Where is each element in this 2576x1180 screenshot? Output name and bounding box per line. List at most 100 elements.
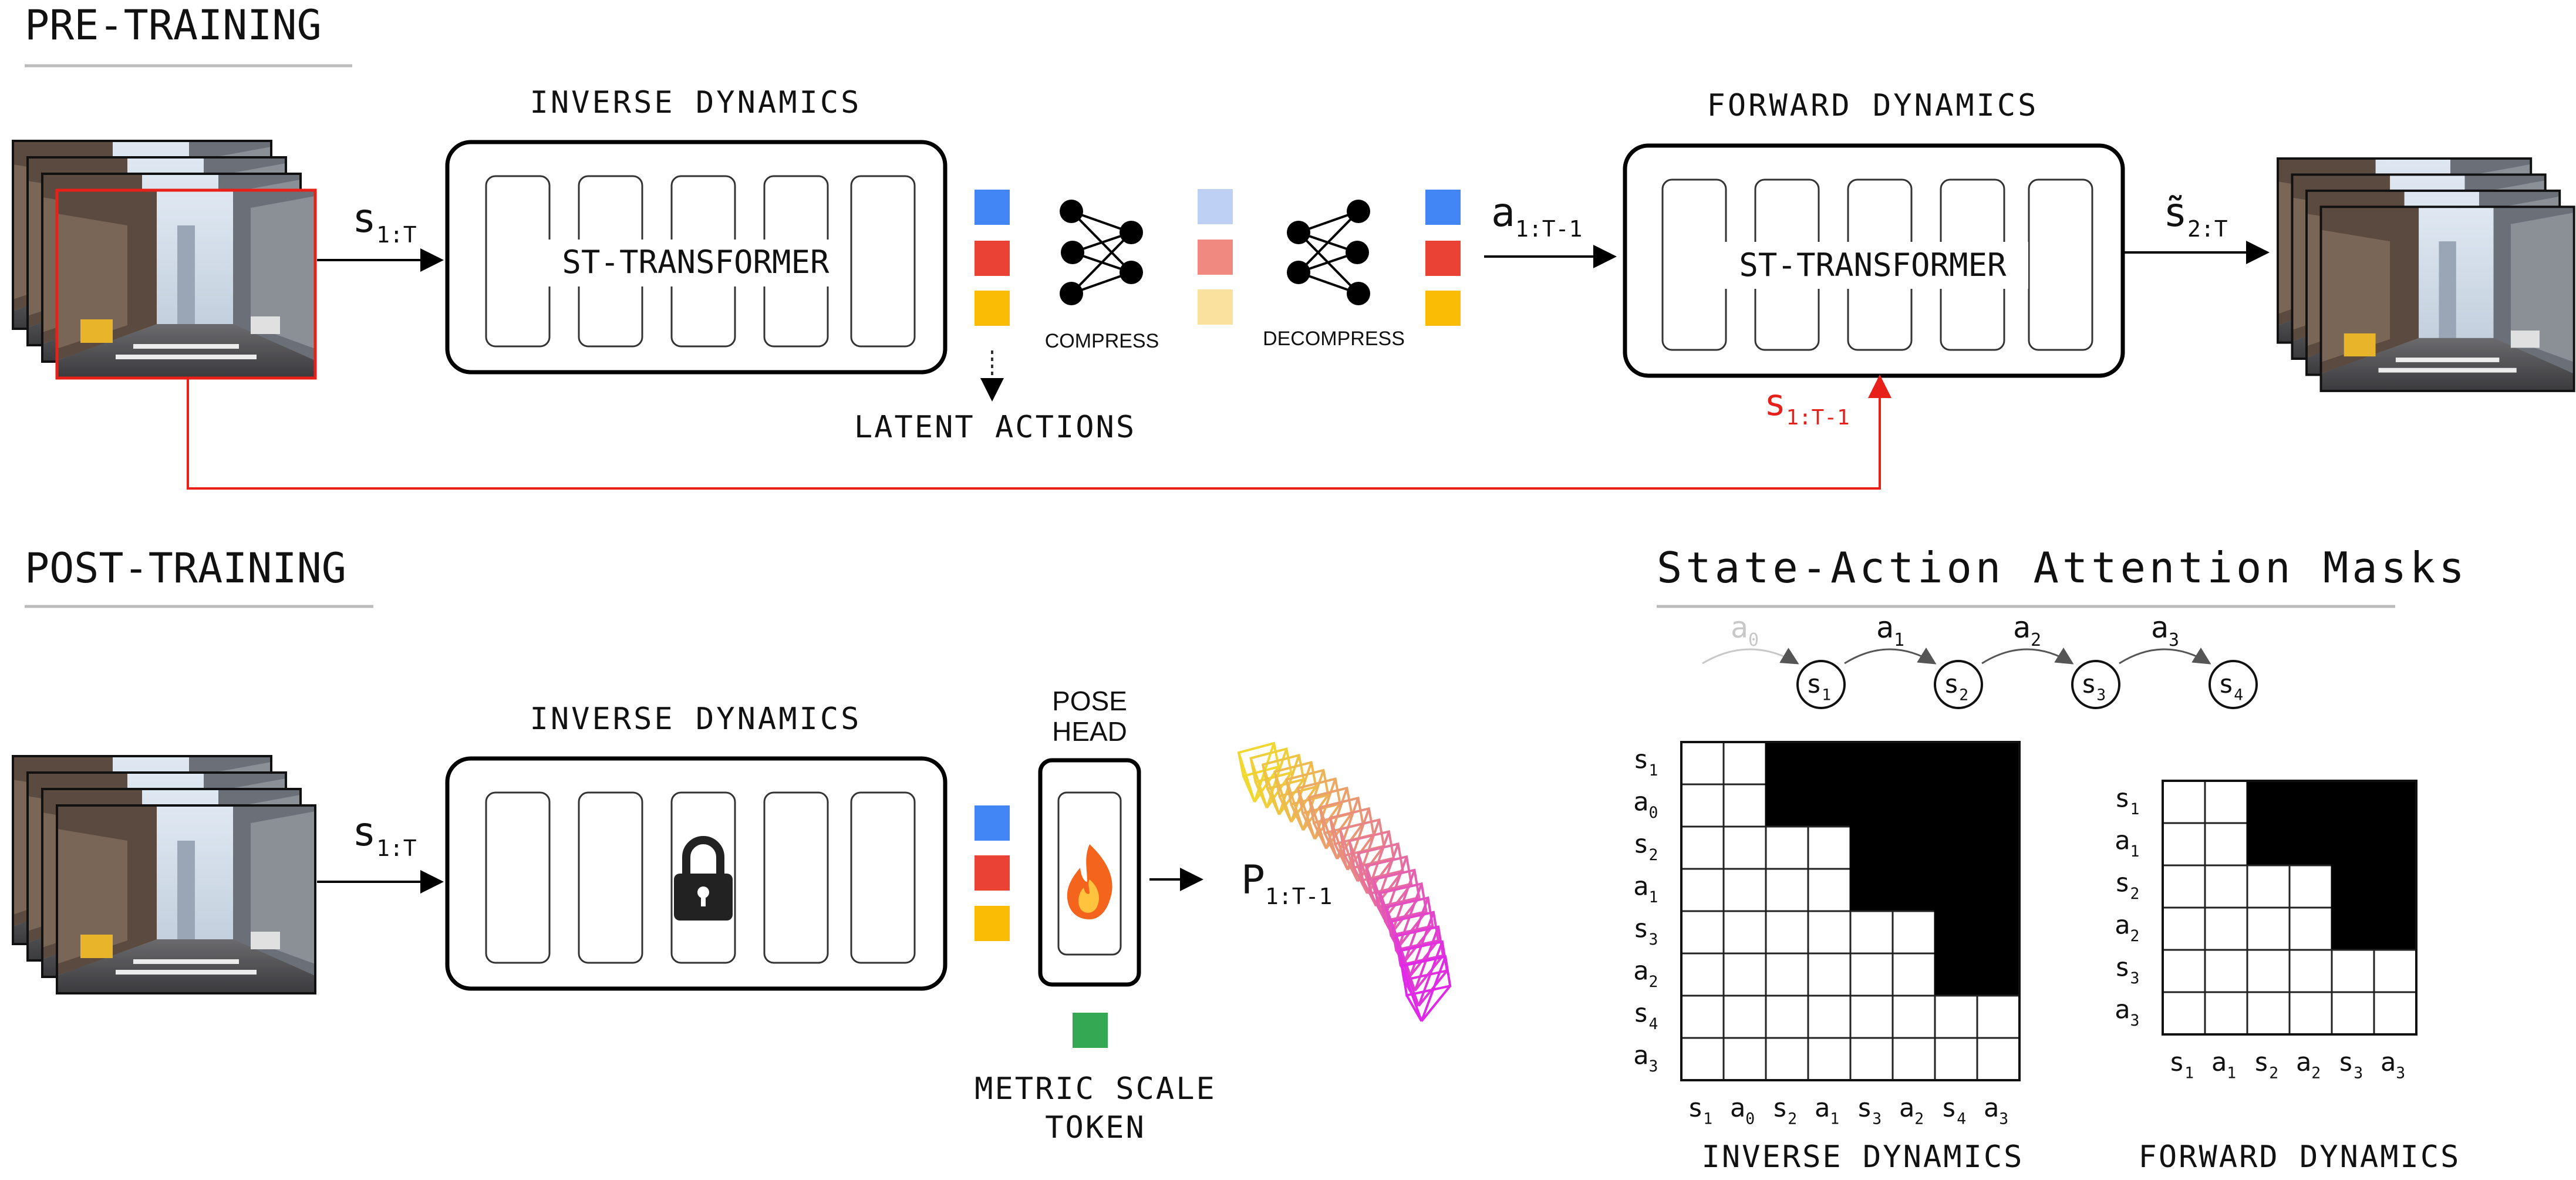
mask-cell-blocked	[1934, 783, 1978, 828]
mask-caption: FORWARD DYNAMICS	[2139, 1139, 2461, 1175]
mask-cell-open	[2204, 780, 2248, 824]
chain-transition-arrow	[1844, 647, 1937, 665]
mask-cell-open	[2331, 991, 2375, 1036]
mask-cell-open	[2162, 780, 2206, 824]
mask-cell-open	[2288, 864, 2333, 909]
mask-cell-open	[2288, 906, 2333, 951]
input-frames-pre	[13, 141, 317, 380]
mask-cell-blocked	[1934, 825, 1978, 870]
mask-col-label: a2	[1899, 1093, 1924, 1128]
svg-text:s̃2:T: s̃2:T	[2163, 190, 2228, 242]
output-label-pre: s̃2:T	[2163, 190, 2228, 242]
mask-col-label: a2	[2296, 1047, 2321, 1082]
mask-cell-open	[2373, 949, 2417, 993]
mask-cell-blocked	[1849, 868, 1894, 912]
svg-text:s1:T: s1:T	[352, 195, 417, 248]
mask-cell-open	[1722, 825, 1767, 870]
mask-row-label: s4	[1633, 999, 1658, 1033]
mask-cell-open	[1680, 1037, 1725, 1081]
skip-connection-line	[187, 375, 1891, 490]
input-label-post: s1:T	[352, 809, 417, 861]
mask-cell-open	[1765, 1037, 1809, 1081]
mask-cell-open	[1680, 783, 1725, 828]
chain-state-node	[1796, 660, 1846, 709]
mask-cell-open	[1891, 1037, 1936, 1081]
mask-cell-open	[1722, 741, 1767, 785]
token-light-red	[1198, 240, 1233, 275]
mask-cell-open	[2162, 822, 2206, 867]
mask-cell-open	[1722, 994, 1767, 1039]
mask-cell-open	[2204, 906, 2248, 951]
mask-col-label: a3	[2381, 1047, 2405, 1082]
token-yellow	[1425, 291, 1461, 326]
mask-cell-open	[1849, 1037, 1894, 1081]
mask-cell-open	[1891, 910, 1936, 955]
mask-col-label: s2	[2254, 1047, 2278, 1082]
mask-cell-blocked	[2288, 780, 2333, 824]
mask-cell-open	[1765, 910, 1809, 955]
mask-col-label: a1	[2211, 1047, 2236, 1082]
token-yellow	[975, 291, 1010, 326]
mask-cell-open	[1765, 825, 1809, 870]
pose-head-label: POSE	[1052, 686, 1127, 716]
mask-cell-blocked	[1849, 825, 1894, 870]
mask-col-label: s2	[1772, 1093, 1797, 1128]
mask-cell-blocked	[1891, 741, 1936, 785]
mask-border	[1680, 741, 2021, 1081]
token-blue	[975, 190, 1010, 225]
mask-cell-open	[1722, 783, 1767, 828]
token-light-yellow	[1198, 289, 1233, 325]
chain-state-label: s3	[2081, 669, 2106, 704]
mask-caption: INVERSE DYNAMICS	[1702, 1139, 2024, 1175]
token-blue	[1425, 190, 1461, 225]
mask-col-label: a1	[1815, 1093, 1839, 1128]
mask-cell-open	[1891, 994, 1936, 1039]
mask-row-label: s2	[1633, 830, 1658, 864]
mask-cell-open	[2246, 906, 2291, 951]
chain-transition-arrow	[2119, 647, 2211, 665]
st-transformer-label: ST-TRANSFORMER	[562, 244, 830, 281]
mask-col-label: s1	[2169, 1047, 2194, 1082]
mask-cell-blocked	[2373, 822, 2417, 867]
mask-cell-open	[1976, 994, 2021, 1039]
mask-cell-open	[1722, 910, 1767, 955]
mask-cell-blocked	[1891, 825, 1936, 870]
mask-col-label: s3	[1857, 1093, 1882, 1128]
mask-row-label: a1	[2115, 826, 2139, 861]
mask-cell-open	[1849, 910, 1894, 955]
action-label-pre: a1:T-1	[1491, 190, 1582, 242]
input-label-pre: s1:T	[352, 195, 417, 248]
mask-row-label: s1	[2115, 784, 2139, 818]
mask-cell-open	[1765, 952, 1809, 997]
mask-cell-open	[1934, 1037, 1978, 1081]
mask-cell-open	[1765, 868, 1809, 912]
mask-cell-blocked	[1934, 952, 1978, 997]
st-transformer-label: ST-TRANSFORMER	[1739, 247, 2007, 284]
input-frames-post	[13, 756, 315, 993]
latent-actions-label: LATENT ACTIONS	[854, 410, 1136, 445]
mask-cell-open	[1722, 952, 1767, 997]
section-title-pretraining: PRE-TRAINING	[25, 1, 322, 49]
mask-row-label: a0	[1633, 787, 1658, 822]
chain-state-label: s4	[2218, 669, 2243, 704]
mask-cell-open	[2373, 991, 2417, 1036]
mask-cell-blocked	[1976, 741, 2021, 785]
mask-cell-open	[1807, 994, 1852, 1039]
token-red	[975, 855, 1010, 891]
svg-text:a1:T-1: a1:T-1	[1491, 190, 1582, 242]
mask-cell-open	[2162, 906, 2206, 951]
output-frames-pre	[2278, 159, 2574, 391]
lock-icon	[674, 836, 733, 921]
token-light-blue	[1198, 189, 1233, 224]
mask-cell-open	[2204, 822, 2248, 867]
mask-cell-blocked	[2331, 906, 2375, 951]
mask-cell-blocked	[1934, 741, 1978, 785]
mask-cell-open	[1891, 952, 1936, 997]
mask-cell-open	[1849, 994, 1894, 1039]
mask-cell-open	[2204, 949, 2248, 993]
svg-text:s1:T-1: s1:T-1	[1764, 381, 1850, 430]
chain-state-node	[2209, 660, 2258, 709]
decompress-network-icon	[1286, 198, 1371, 306]
